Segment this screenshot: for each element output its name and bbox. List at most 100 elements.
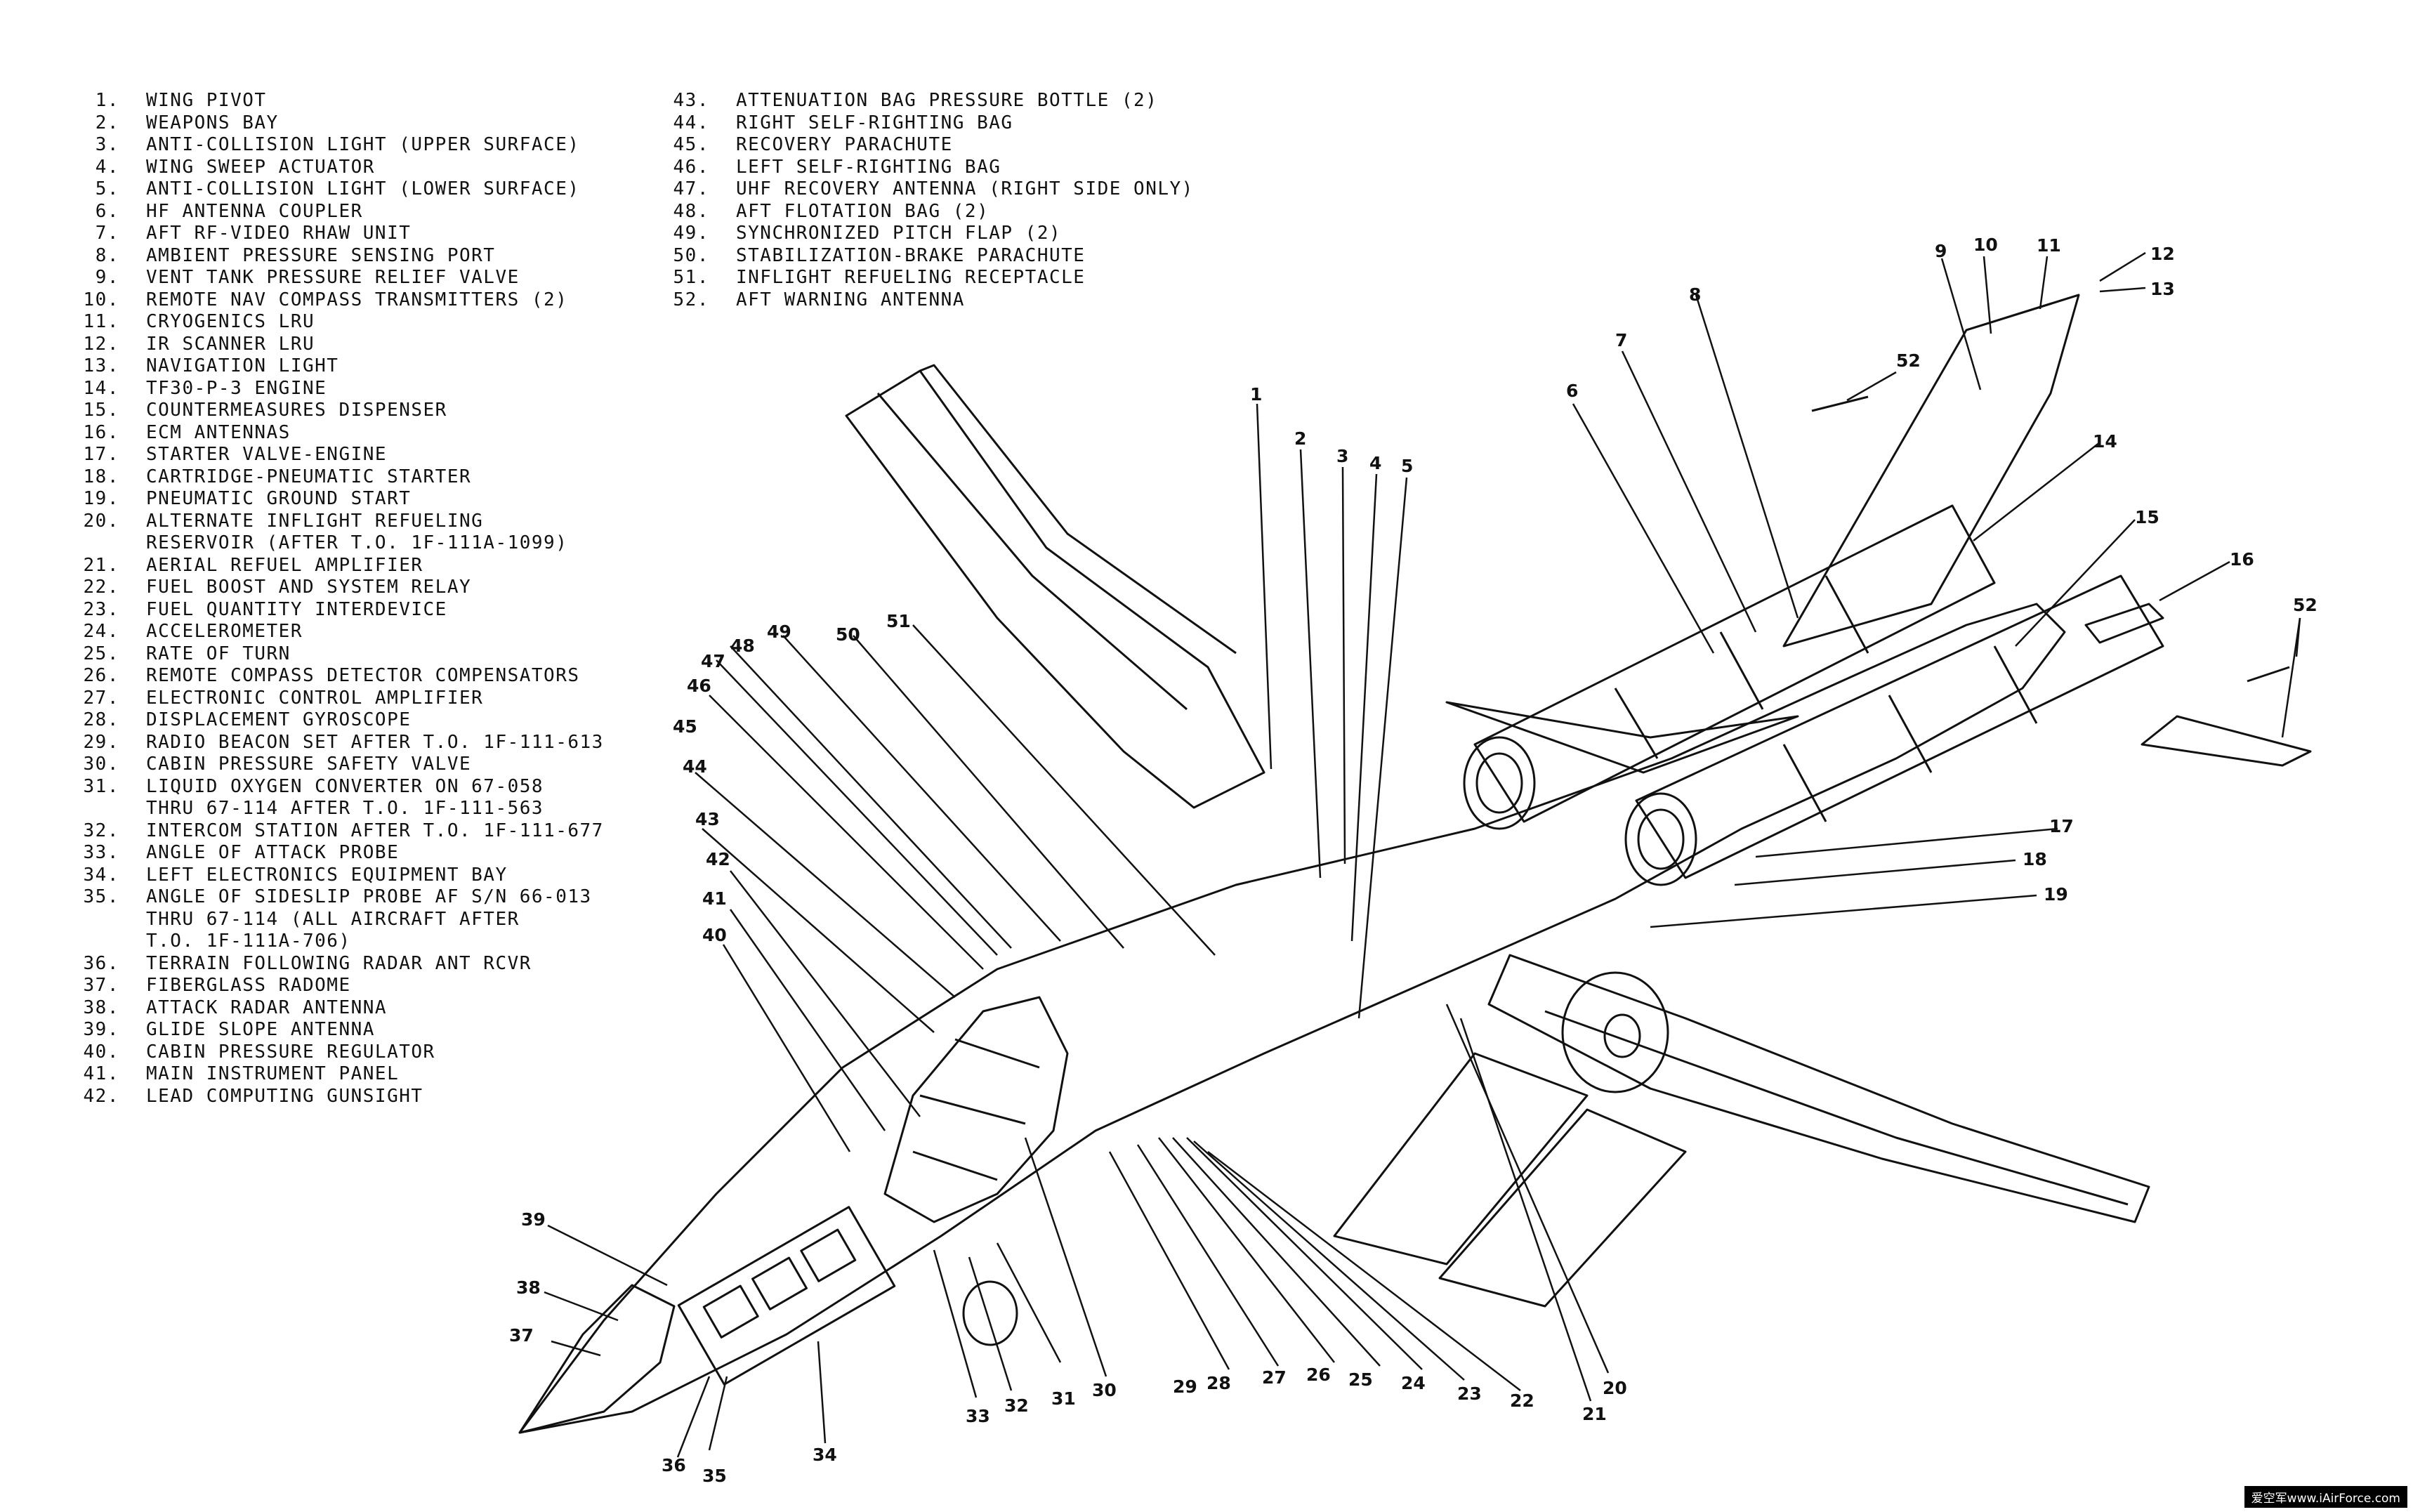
callout-52b: 52 (2293, 595, 2317, 615)
callout-10: 10 (1973, 235, 1998, 255)
legend-item-text: AERIAL REFUEL AMPLIFIER (146, 554, 423, 576)
callout-20: 20 (1603, 1378, 1627, 1398)
legend-item-text: CRYOGENICS LRU (146, 311, 315, 332)
right-wing-flap-line (1544, 1010, 2129, 1206)
legend-item-text: RADIO BEACON SET AFTER T.O. 1F-111-613 (146, 731, 604, 753)
callout-45: 45 (673, 716, 697, 737)
legend-item: 9.VENT TANK PRESSURE RELIEF VALVE (62, 267, 604, 289)
legend-item-text: HF ANTENNA COUPLER (146, 200, 363, 222)
watermark: 爱空军www.iAirForce.com (2244, 1486, 2407, 1508)
legend-item-text: STABILIZATION-BRAKE PARACHUTE (736, 244, 1086, 266)
callout-35: 35 (702, 1466, 727, 1486)
legend-item-text: REMOTE COMPASS DETECTOR COMPENSATORS (146, 665, 580, 686)
legend-item: 27.ELECTRONIC CONTROL AMPLIFIER (62, 688, 604, 710)
electronics-bay (677, 1206, 896, 1386)
callout-6: 6 (1566, 381, 1578, 401)
legend-item-number: 19. (83, 488, 119, 509)
legend-item: 18.CARTRIDGE-PNEUMATIC STARTER (62, 466, 604, 489)
legend-item: 30.CABIN PRESSURE SAFETY VALVE (62, 754, 604, 776)
legend-item-text: LEAD COMPUTING GUNSIGHT (146, 1085, 423, 1107)
callout-24: 24 (1401, 1373, 1426, 1393)
callout-44: 44 (683, 756, 707, 777)
callout-18: 18 (2023, 849, 2047, 869)
radome (518, 1284, 676, 1434)
legend-item: 11. CRYOGENICS LRU (62, 311, 604, 334)
legend-item-text: ANGLE OF ATTACK PROBE (146, 842, 400, 863)
legend-item-number: 44. (673, 112, 709, 133)
callout-13: 13 (2150, 279, 2175, 299)
legend-item: 24. ACCELEROMETER (62, 621, 604, 643)
legend-item-number: 24. (83, 621, 119, 642)
callout-14: 14 (2093, 431, 2117, 452)
legend-item-text: WING SWEEP ACTUATOR (146, 156, 375, 178)
callout-52a: 52 (1896, 350, 1921, 371)
legend-item: 17.STARTER VALVE-ENGINE (62, 444, 604, 466)
legend-item-text: TF30-P-3 ENGINE (146, 377, 327, 399)
cockpit-canopy (883, 996, 1069, 1223)
aft-warning-antenna-2 (2247, 666, 2290, 683)
main-wheel-hub (1603, 1013, 1641, 1058)
legend-item: 38.ATTACK RADAR ANTENNA (62, 997, 604, 1020)
callout-42: 42 (706, 849, 730, 869)
callout-15: 15 (2135, 507, 2159, 527)
legend-item-text: ANTI-COLLISION LIGHT (UPPER SURFACE) (146, 134, 580, 155)
legend-item: 32.INTERCOM STATION AFTER T.O. 1F-111-67… (62, 820, 604, 843)
legend-item-text: SYNCHRONIZED PITCH FLAP (2) (736, 223, 1062, 244)
legend-item-number: 22. (83, 577, 119, 598)
legend-item-text: AFT RF-VIDEO RHAW UNIT (146, 223, 412, 244)
legend-item: 48.AFT FLOTATION BAG (2) (652, 201, 1194, 223)
legend-item: 12.IR SCANNER LRU (62, 334, 604, 356)
legend-item: 41.MAIN INSTRUMENT PANEL (62, 1063, 604, 1086)
legend-item-number: 16. (83, 421, 119, 443)
legend-item: 46.LEFT SELF-RIGHTING BAG (652, 157, 1194, 179)
legend-item: 50.STABILIZATION-BRAKE PARACHUTE (652, 245, 1194, 268)
callout-41: 41 (702, 888, 727, 909)
callout-37: 37 (509, 1325, 534, 1346)
legend-item-text: AMBIENT PRESSURE SENSING PORT (146, 244, 496, 266)
legend-item-text: ALTERNATE INFLIGHT REFUELING (146, 510, 484, 532)
legend-item-text: IR SCANNER LRU (146, 333, 315, 355)
callout-30: 30 (1092, 1380, 1117, 1400)
callout-32: 32 (1004, 1395, 1029, 1416)
callout-33: 33 (966, 1406, 990, 1426)
left-wing (845, 369, 1265, 809)
legend-item-text: UHF RECOVERY ANTENNA (RIGHT SIDE ONLY) (736, 178, 1194, 199)
legend-item-text: NAVIGATION LIGHT (146, 355, 339, 376)
legend-item: 10.REMOTE NAV COMPASS TRANSMITTERS (2) (62, 289, 604, 312)
horizontal-stabilizer-left (1445, 701, 1799, 774)
legend-item-number: 17. (83, 444, 119, 465)
legend-item-number: 11. (83, 311, 119, 332)
legend-item: 40.CABIN PRESSURE REGULATOR (62, 1041, 604, 1064)
legend-item-number: 49. (673, 223, 709, 244)
legend-item: 15.COUNTERMEASURES DISPENSER (62, 400, 604, 422)
legend-item-number: 41. (83, 1063, 119, 1084)
callout-8: 8 (1689, 284, 1701, 305)
legend-item-number: 14. (83, 377, 119, 399)
legend-item-text: FUEL QUANTITY INTERDEVICE (146, 598, 447, 620)
legend-item: 14. TF30-P-3 ENGINE (62, 378, 604, 400)
callout-9: 9 (1935, 241, 1947, 261)
right-wing (1487, 954, 2150, 1223)
legend-item-text: RESERVOIR (AFTER T.O. 1F-111A-1099) (146, 532, 568, 553)
vertical-tail (1782, 294, 2080, 647)
legend-item-text: CABIN PRESSURE REGULATOR (146, 1041, 435, 1063)
legend-item: THRU 67-114 AFTER T.O. 1F-111-563 (62, 798, 604, 820)
legend-item-text: LIQUID OXYGEN CONVERTER ON 67-058 (146, 775, 544, 797)
callout-1: 1 (1250, 384, 1262, 405)
legend-item: 7.AFT RF-VIDEO RHAW UNIT (62, 223, 604, 245)
legend-item-number: 5. (95, 178, 119, 199)
legend-item: 42.LEAD COMPUTING GUNSIGHT (62, 1086, 604, 1108)
legend-item-number: 15. (83, 400, 119, 421)
callout-26: 26 (1306, 1365, 1331, 1385)
legend-item-text: INFLIGHT REFUELING RECEPTACLE (736, 267, 1086, 288)
callout-51: 51 (886, 611, 911, 631)
legend-item: 31.LIQUID OXYGEN CONVERTER ON 67-058 (62, 776, 604, 798)
legend-item-number: 33. (83, 842, 119, 863)
legend-item-number: 13. (83, 355, 119, 376)
electronics-box-1 (702, 1284, 759, 1339)
legend-item-text: ACCELEROMETER (146, 621, 303, 642)
legend-item-number: 18. (83, 466, 119, 487)
callout-4: 4 (1369, 453, 1381, 473)
